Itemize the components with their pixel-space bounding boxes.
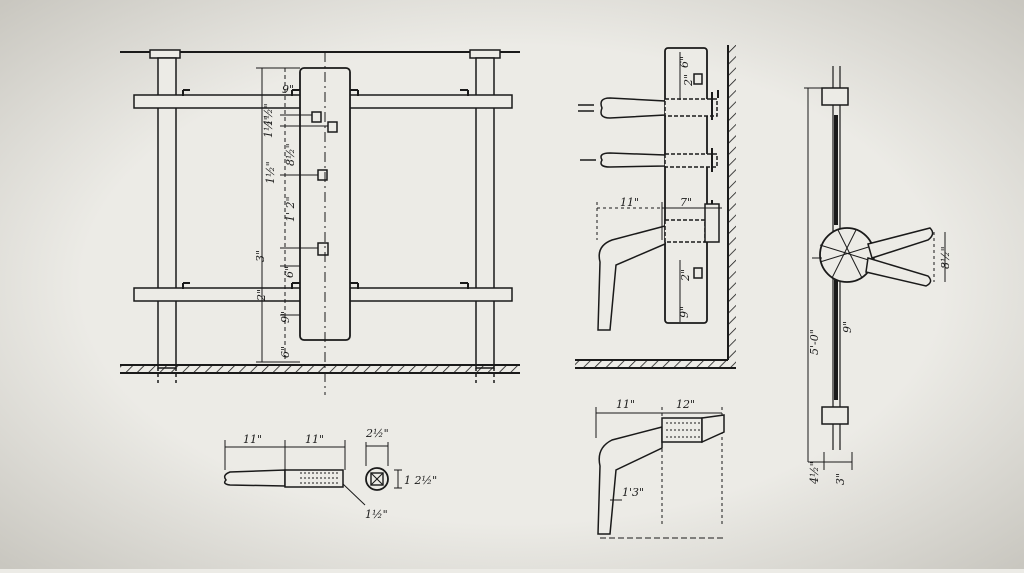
dim-arm-gap-b: 1½" — [262, 115, 275, 138]
leg-len-b: 12" — [676, 398, 695, 411]
top-base-a: 4½" — [808, 461, 821, 485]
dim-arm-gap-a: 1½" — [262, 103, 275, 126]
side-low-a: 2" — [679, 269, 692, 282]
leg-detail — [595, 407, 725, 539]
top-arm-spread: 8½" — [939, 246, 952, 269]
side-low-b: 9" — [678, 306, 691, 318]
front-view — [120, 49, 520, 395]
arm-len-b: 11" — [305, 433, 324, 446]
dim-top: 9" — [282, 83, 294, 96]
dim-mid-gap: 1½" — [264, 161, 277, 184]
dim-spacing-mid: 1' 2" — [284, 196, 297, 222]
side-top-a: 2" — [682, 74, 695, 87]
leg-drop: 1'3" — [622, 486, 644, 499]
arm-detail — [223, 440, 402, 506]
dim-left-total: 3" — [254, 250, 267, 262]
dim-lower: 6" — [283, 266, 296, 278]
top-view — [804, 66, 946, 470]
arm-len-a: 11" — [243, 433, 262, 446]
side-top-b: 6" — [678, 56, 691, 68]
top-base-b: 3" — [834, 473, 847, 485]
dim-bottom-a: 9" — [279, 311, 292, 323]
side-arm-mount: 7" — [680, 196, 692, 209]
dim-spacing-upper: 8½" — [284, 143, 297, 166]
top-height: 5'-0" — [808, 329, 821, 355]
top-angle-offset: 9" — [841, 321, 854, 333]
dim-leg-gap: 2" — [255, 289, 268, 302]
dimension-labels: 9" 1½" 1½" 8½" 1½" 1' 2" 3" 6" 2" 9" 6" … — [243, 56, 952, 521]
leg-len-a: 11" — [616, 398, 635, 411]
arm-width: 2½" — [365, 427, 389, 440]
arm-square: 1 2½" — [404, 474, 437, 487]
arm-taper: 1½" — [365, 508, 388, 521]
dim-bottom-b: 6" — [279, 346, 292, 358]
side-view — [575, 45, 736, 369]
side-arm-len: 11" — [620, 196, 639, 209]
